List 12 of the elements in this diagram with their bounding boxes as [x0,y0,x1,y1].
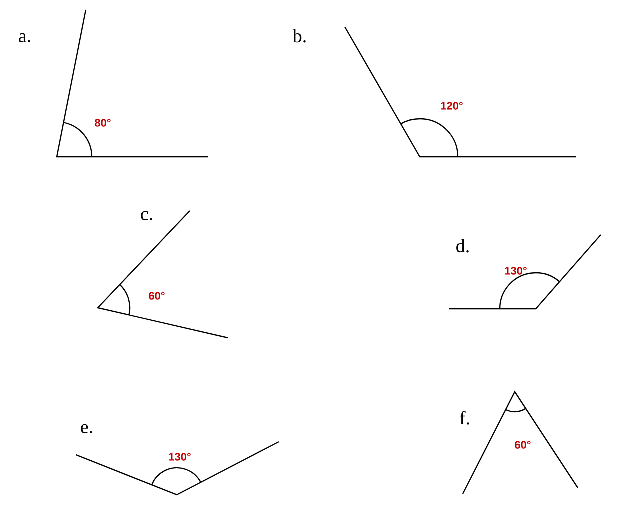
angle-letter: a. [19,33,30,43]
angle-letter: b. [292,29,306,43]
angle-letter: d. [456,239,469,253]
angle-letter: e. [81,424,92,434]
angle-measure: 130° [169,453,191,461]
angle-measure: 60° [515,441,531,449]
angle-letter: c. [141,211,152,221]
angle-letter: f. [460,411,470,425]
angle-measure: 80° [95,119,111,127]
angle-measure: 130° [505,267,527,275]
angle-measure: 60° [149,292,165,300]
angle-measure: 120° [441,102,463,110]
